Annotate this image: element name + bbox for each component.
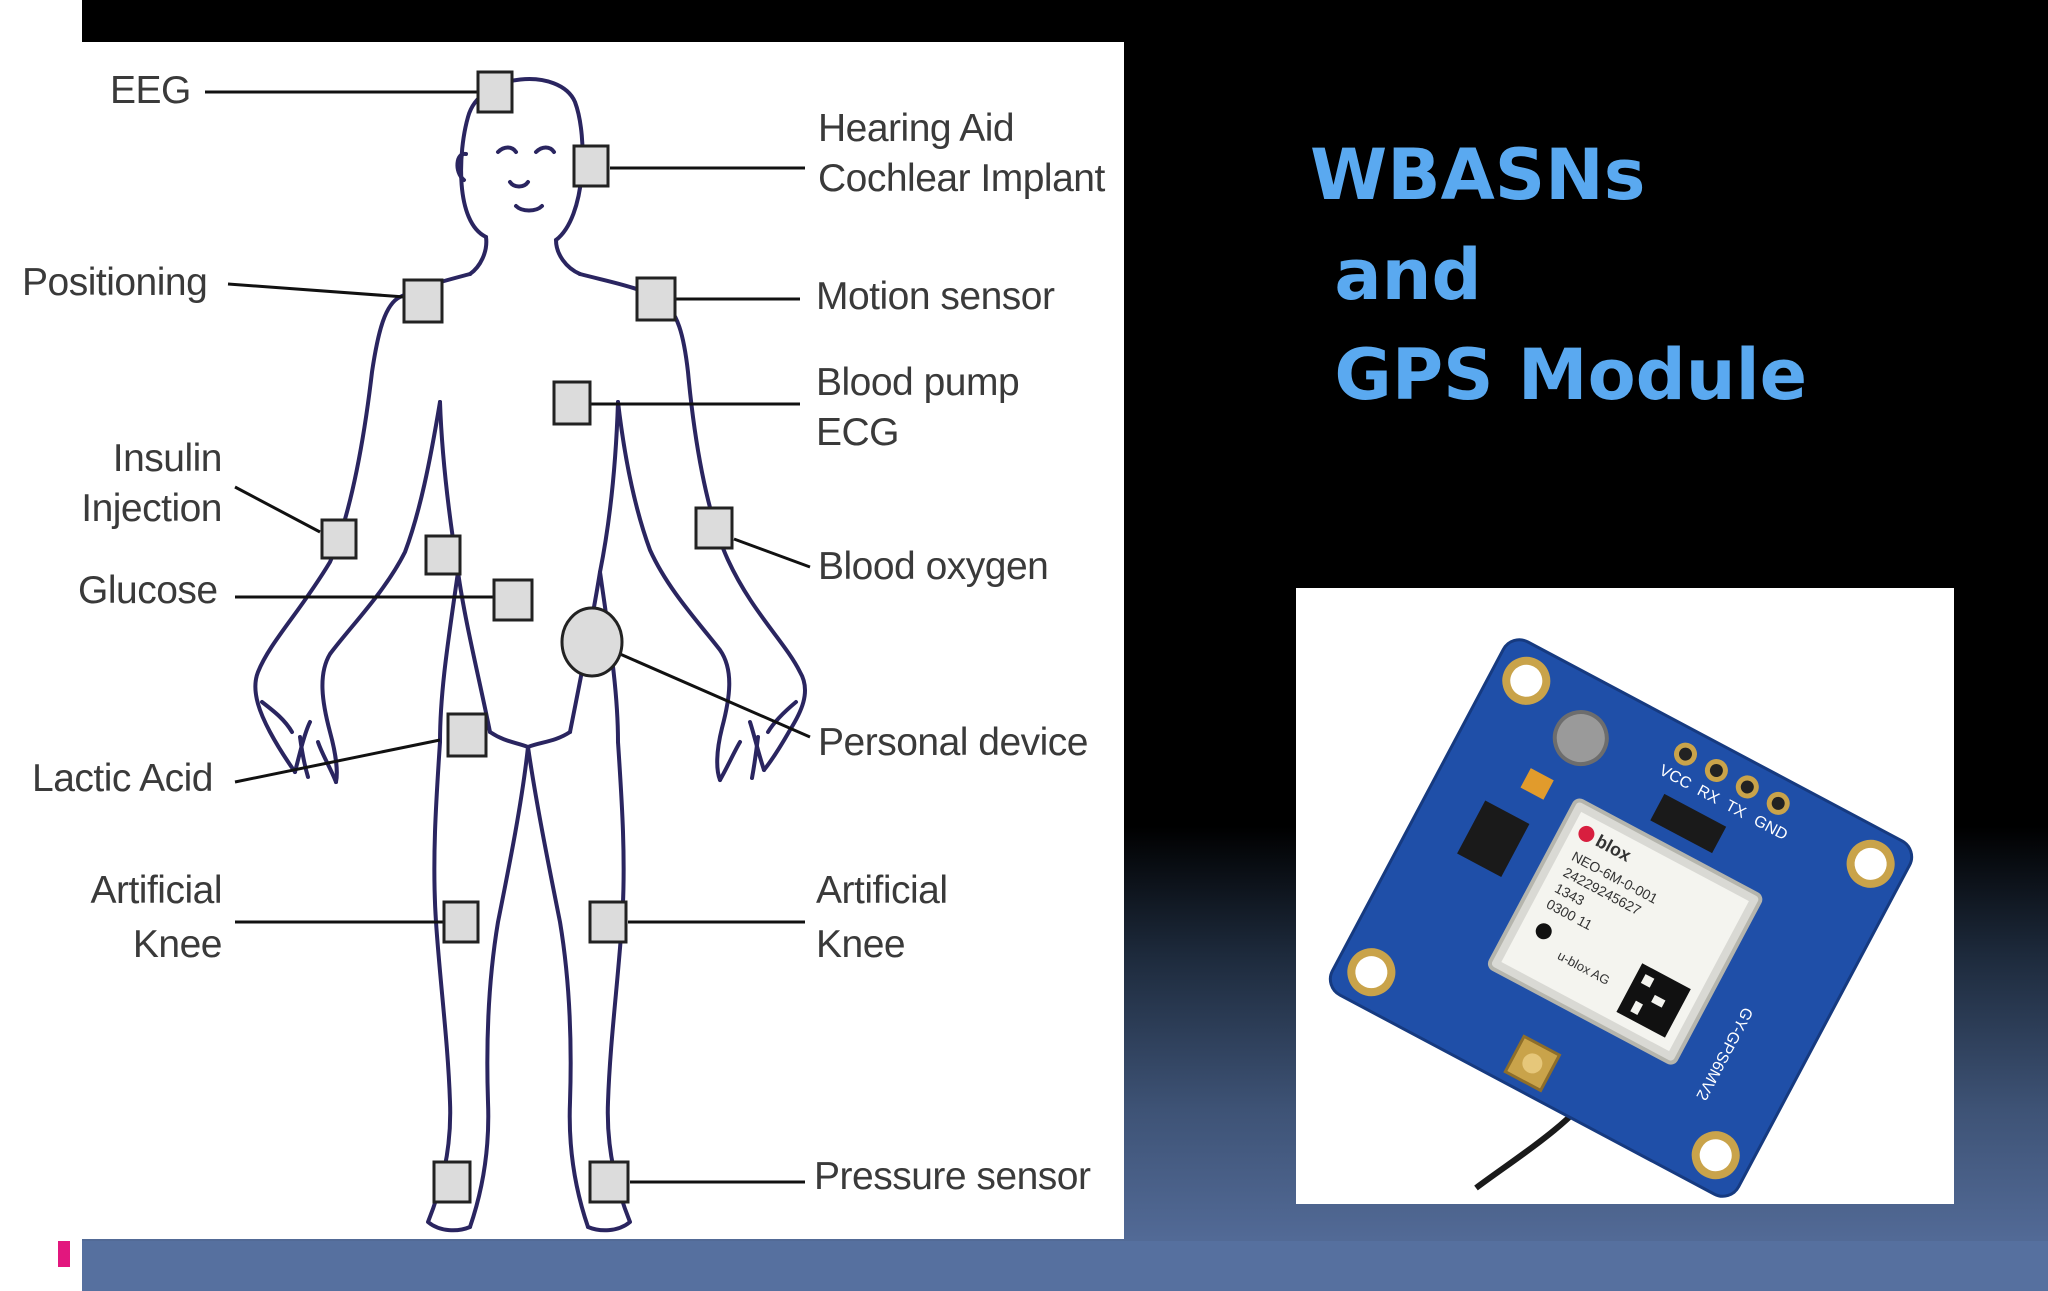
sensor-abdomen (424, 534, 462, 576)
backup-battery (1552, 710, 1609, 767)
gps-module-photo: VCC RX TX GND blox NEO-6M-0-001 24229245… (1296, 588, 1954, 1204)
label-cochlear-implant: Cochlear Implant (818, 157, 1105, 200)
accent-marker (58, 1241, 70, 1267)
body-outline (253, 77, 807, 1233)
body-figure-drawing (205, 70, 811, 1233)
title-line-3: GPS Module (1310, 334, 1808, 416)
label-ecg: ECG (816, 411, 900, 454)
body-sensor-diagram: EEG Hearing Aid Cochlear Implant Positio… (0, 42, 1124, 1239)
sensor-glucose (492, 578, 534, 622)
title-line-2: and (1310, 234, 1482, 316)
personal-device-node (560, 606, 624, 678)
label-knee-right-1: Artificial (816, 869, 948, 912)
label-knee-left-2: Knee (132, 923, 223, 966)
label-glucose: Glucose (78, 569, 218, 612)
sensor-blood-pump (552, 380, 592, 426)
sensor-eeg (476, 70, 514, 114)
sensor-foot-left (432, 1160, 472, 1204)
label-injection: Injection (81, 487, 222, 530)
label-blood-oxygen: Blood oxygen (818, 545, 1049, 588)
sensor-insulin (320, 518, 358, 560)
label-lactic-acid: Lactic Acid (32, 757, 213, 800)
label-knee-right-2: Knee (816, 923, 906, 966)
sensor-knee-left (442, 900, 480, 944)
label-positioning: Positioning (22, 261, 208, 304)
gps-board-illustration: VCC RX TX GND blox NEO-6M-0-001 24229245… (1328, 638, 1914, 1198)
sensor-blood-oxygen (694, 506, 734, 550)
leader-lines (205, 90, 811, 1184)
sensor-hearing (572, 144, 610, 188)
label-knee-left-1: Artificial (90, 869, 222, 912)
sensor-lactic-acid (446, 712, 488, 758)
label-blood-pump: Blood pump (816, 361, 1020, 404)
title-line-1: WBASNs (1310, 134, 1646, 216)
label-hearing-aid: Hearing Aid (818, 107, 1015, 150)
gps-board: VCC RX TX GND blox NEO-6M-0-001 24229245… (1328, 638, 1914, 1198)
slide-title: WBASNs and GPS Module (1310, 125, 1807, 425)
label-personal-device: Personal device (818, 721, 1089, 764)
label-insulin: Insulin (112, 437, 223, 480)
sensor-nodes (320, 70, 734, 1204)
sensor-knee-right (588, 900, 628, 944)
sensor-positioning (402, 278, 444, 324)
sensor-foot-right (588, 1160, 630, 1204)
label-motion-sensor: Motion sensor (816, 275, 1055, 318)
label-pressure-sensor: Pressure sensor (814, 1155, 1091, 1198)
footer-bar (82, 1241, 2048, 1291)
sensor-motion (635, 276, 677, 322)
label-eeg: EEG (110, 69, 191, 112)
